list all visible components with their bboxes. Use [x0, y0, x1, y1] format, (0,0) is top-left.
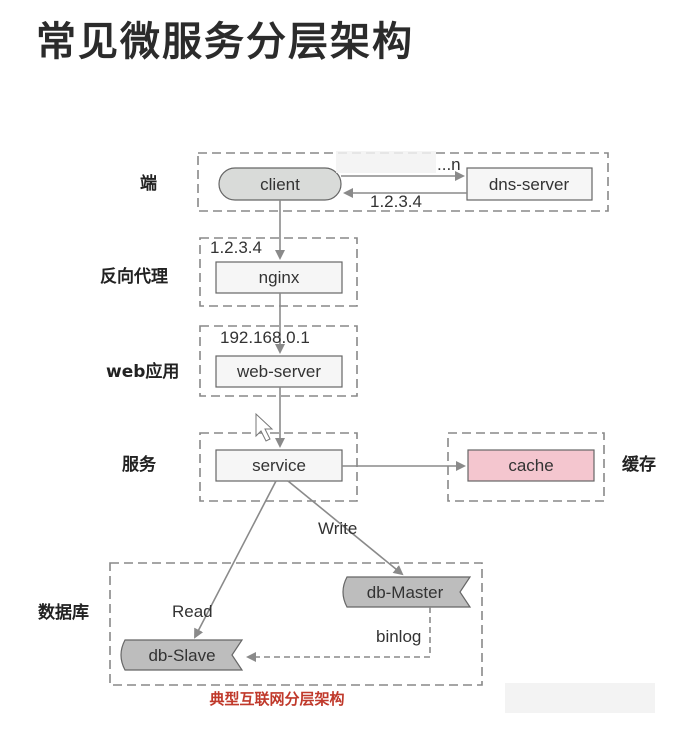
layer-label-proxy: 反向代理: [100, 266, 168, 287]
layer-label-service: 服务: [122, 454, 157, 475]
db-master-node: [342, 576, 472, 608]
dns-server-node: [466, 167, 593, 201]
cache-node: [467, 449, 595, 482]
binlog-annotation: binlog: [376, 627, 421, 646]
blurred-patch: [336, 151, 436, 173]
web-ip-annotation: 192.168.0.1: [220, 328, 310, 347]
db-slave-node-label: db-Slave: [148, 646, 215, 665]
arrow-service-to-db-master: [287, 480, 404, 576]
arrow-service-to-db-slave: [194, 480, 277, 639]
nginx-node: [215, 261, 343, 294]
service-layer-region: [199, 432, 358, 502]
arrow-binlog-replication: [246, 607, 431, 662]
client-node-label: client: [260, 175, 300, 194]
layer-label-cache: 缓存: [622, 454, 656, 475]
diagram-caption: 典型互联网分层架构: [209, 690, 344, 708]
cursor-icon: [255, 412, 274, 442]
db-master-node-label: db-Master: [367, 583, 444, 602]
proxy-layer-region: [199, 237, 358, 307]
nginx-ip-annotation: 1.2.3.4: [210, 238, 262, 257]
dns-reply-ip-annotation: 1.2.3.4: [370, 192, 422, 211]
cache-layer-region: [447, 432, 605, 502]
dns-query-annotation: ...n: [437, 155, 461, 174]
layer-label-client: 端: [140, 173, 157, 194]
read-annotation: Read: [172, 602, 213, 621]
service-node: [215, 449, 343, 482]
db-slave-node: [120, 639, 244, 671]
nginx-node-label: nginx: [259, 268, 300, 287]
cache-node-label: cache: [508, 456, 553, 475]
service-node-label: service: [252, 456, 306, 475]
database-layer-region: [109, 562, 483, 686]
web-server-node: [215, 355, 343, 388]
web-server-node-label: web-server: [236, 362, 321, 381]
write-annotation: Write: [318, 519, 357, 538]
page-title: 常见微服务分层架构: [36, 19, 414, 65]
dns-server-node-label: dns-server: [489, 175, 570, 194]
layer-label-web: web应用: [106, 361, 179, 382]
watermark-patch: [505, 683, 655, 713]
layer-label-database: 数据库: [38, 602, 89, 623]
web-layer-region: [199, 325, 358, 397]
